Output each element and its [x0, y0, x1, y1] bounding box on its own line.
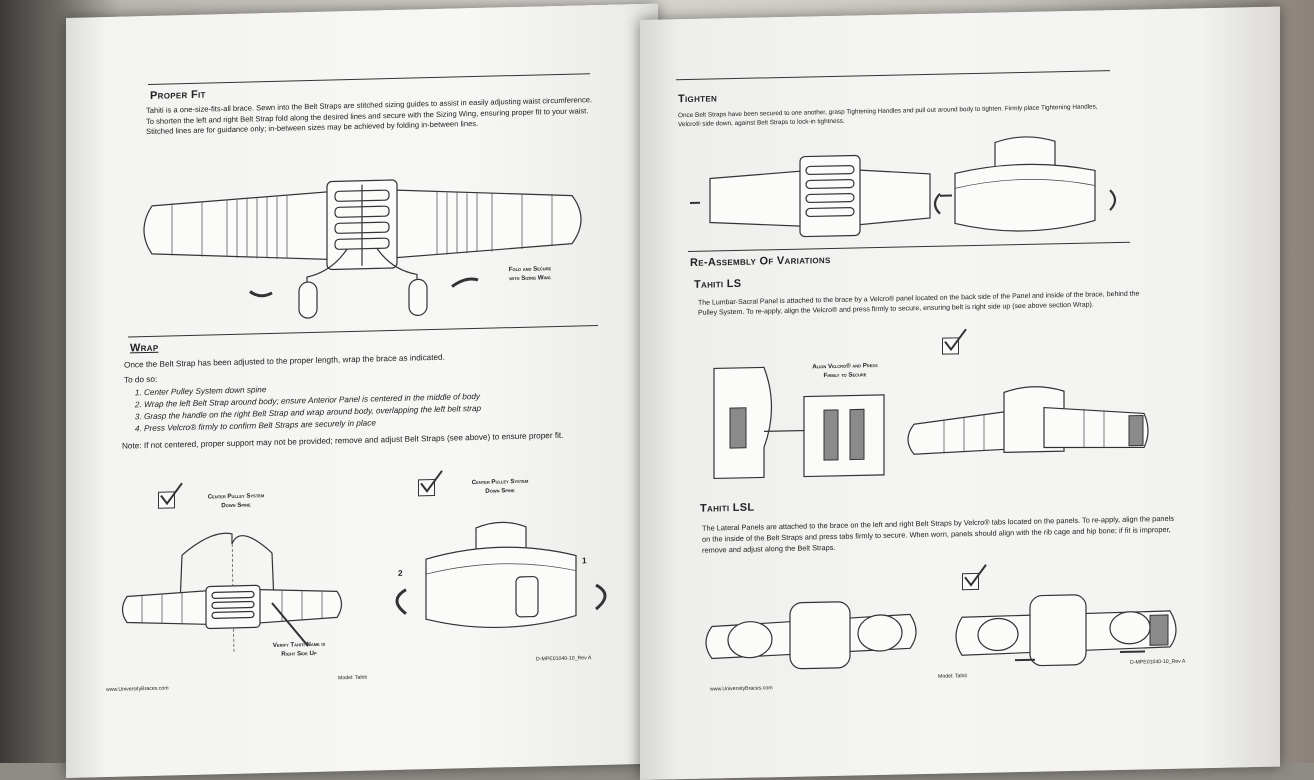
footer-website: www.UniversityBraces.com	[710, 685, 773, 692]
wrap-title: Wrap	[130, 342, 158, 355]
section-rule	[128, 325, 598, 337]
checkmark-icon	[962, 563, 992, 594]
checkmark-icon	[418, 469, 448, 500]
footer-website: www.UniversityBraces.com	[106, 685, 169, 693]
checkmark-icon	[158, 481, 188, 512]
reassembly-title: Re-Assembly Of Variations	[690, 254, 831, 269]
footer-doc-id: D-MPE01040-10_Rev A	[536, 655, 591, 662]
wrap-intro: Once the Belt Strap has been adjusted to…	[124, 348, 594, 371]
step-number-1: 1	[582, 555, 587, 567]
tighten-title: Tighten	[678, 92, 717, 105]
footer-doc-id: D-MPE01040-10_Rev A	[1130, 659, 1185, 666]
section-rule	[676, 70, 1110, 80]
proper-fit-title: Proper Fit	[150, 89, 206, 102]
right-page: Tighten Once Belt Straps have been secur…	[640, 7, 1280, 780]
wrap-todo: To do so:	[124, 374, 157, 387]
section-rule	[148, 73, 590, 85]
tahiti-lsl-title: Tahiti LSL	[700, 502, 754, 515]
tahiti-ls-title: Tahiti LS	[694, 278, 741, 291]
front-wrap-illustration	[376, 504, 636, 660]
tahiti-ls-text: The Lumbar-Sacral Panel is attached to t…	[698, 289, 1152, 319]
fold-secure-label: Fold and Secure with Sizing Wing	[480, 263, 580, 283]
tahiti-lsl-text: The Lateral Panels are attached to the b…	[702, 513, 1182, 556]
proper-fit-text: Tahiti is a one-size-fits-all brace. Sew…	[146, 95, 598, 138]
lsl-illustration	[700, 586, 1210, 687]
footer-model: Model: Tahiti	[338, 675, 367, 682]
step-number-2: 2	[398, 568, 403, 580]
footer-model: Model: Tahiti	[938, 673, 967, 680]
wrap-steps-list: Center Pulley System down spine Wrap the…	[126, 376, 584, 435]
back-view-illustration	[122, 521, 352, 657]
ls-illustration	[704, 349, 1164, 489]
belt-sizing-illustration	[132, 165, 602, 316]
left-page: Proper Fit Tahiti is a one-size-fits-all…	[66, 4, 658, 778]
tighten-illustration	[700, 130, 1120, 249]
tighten-text: Once Belt Straps have been secured to on…	[678, 102, 1118, 129]
